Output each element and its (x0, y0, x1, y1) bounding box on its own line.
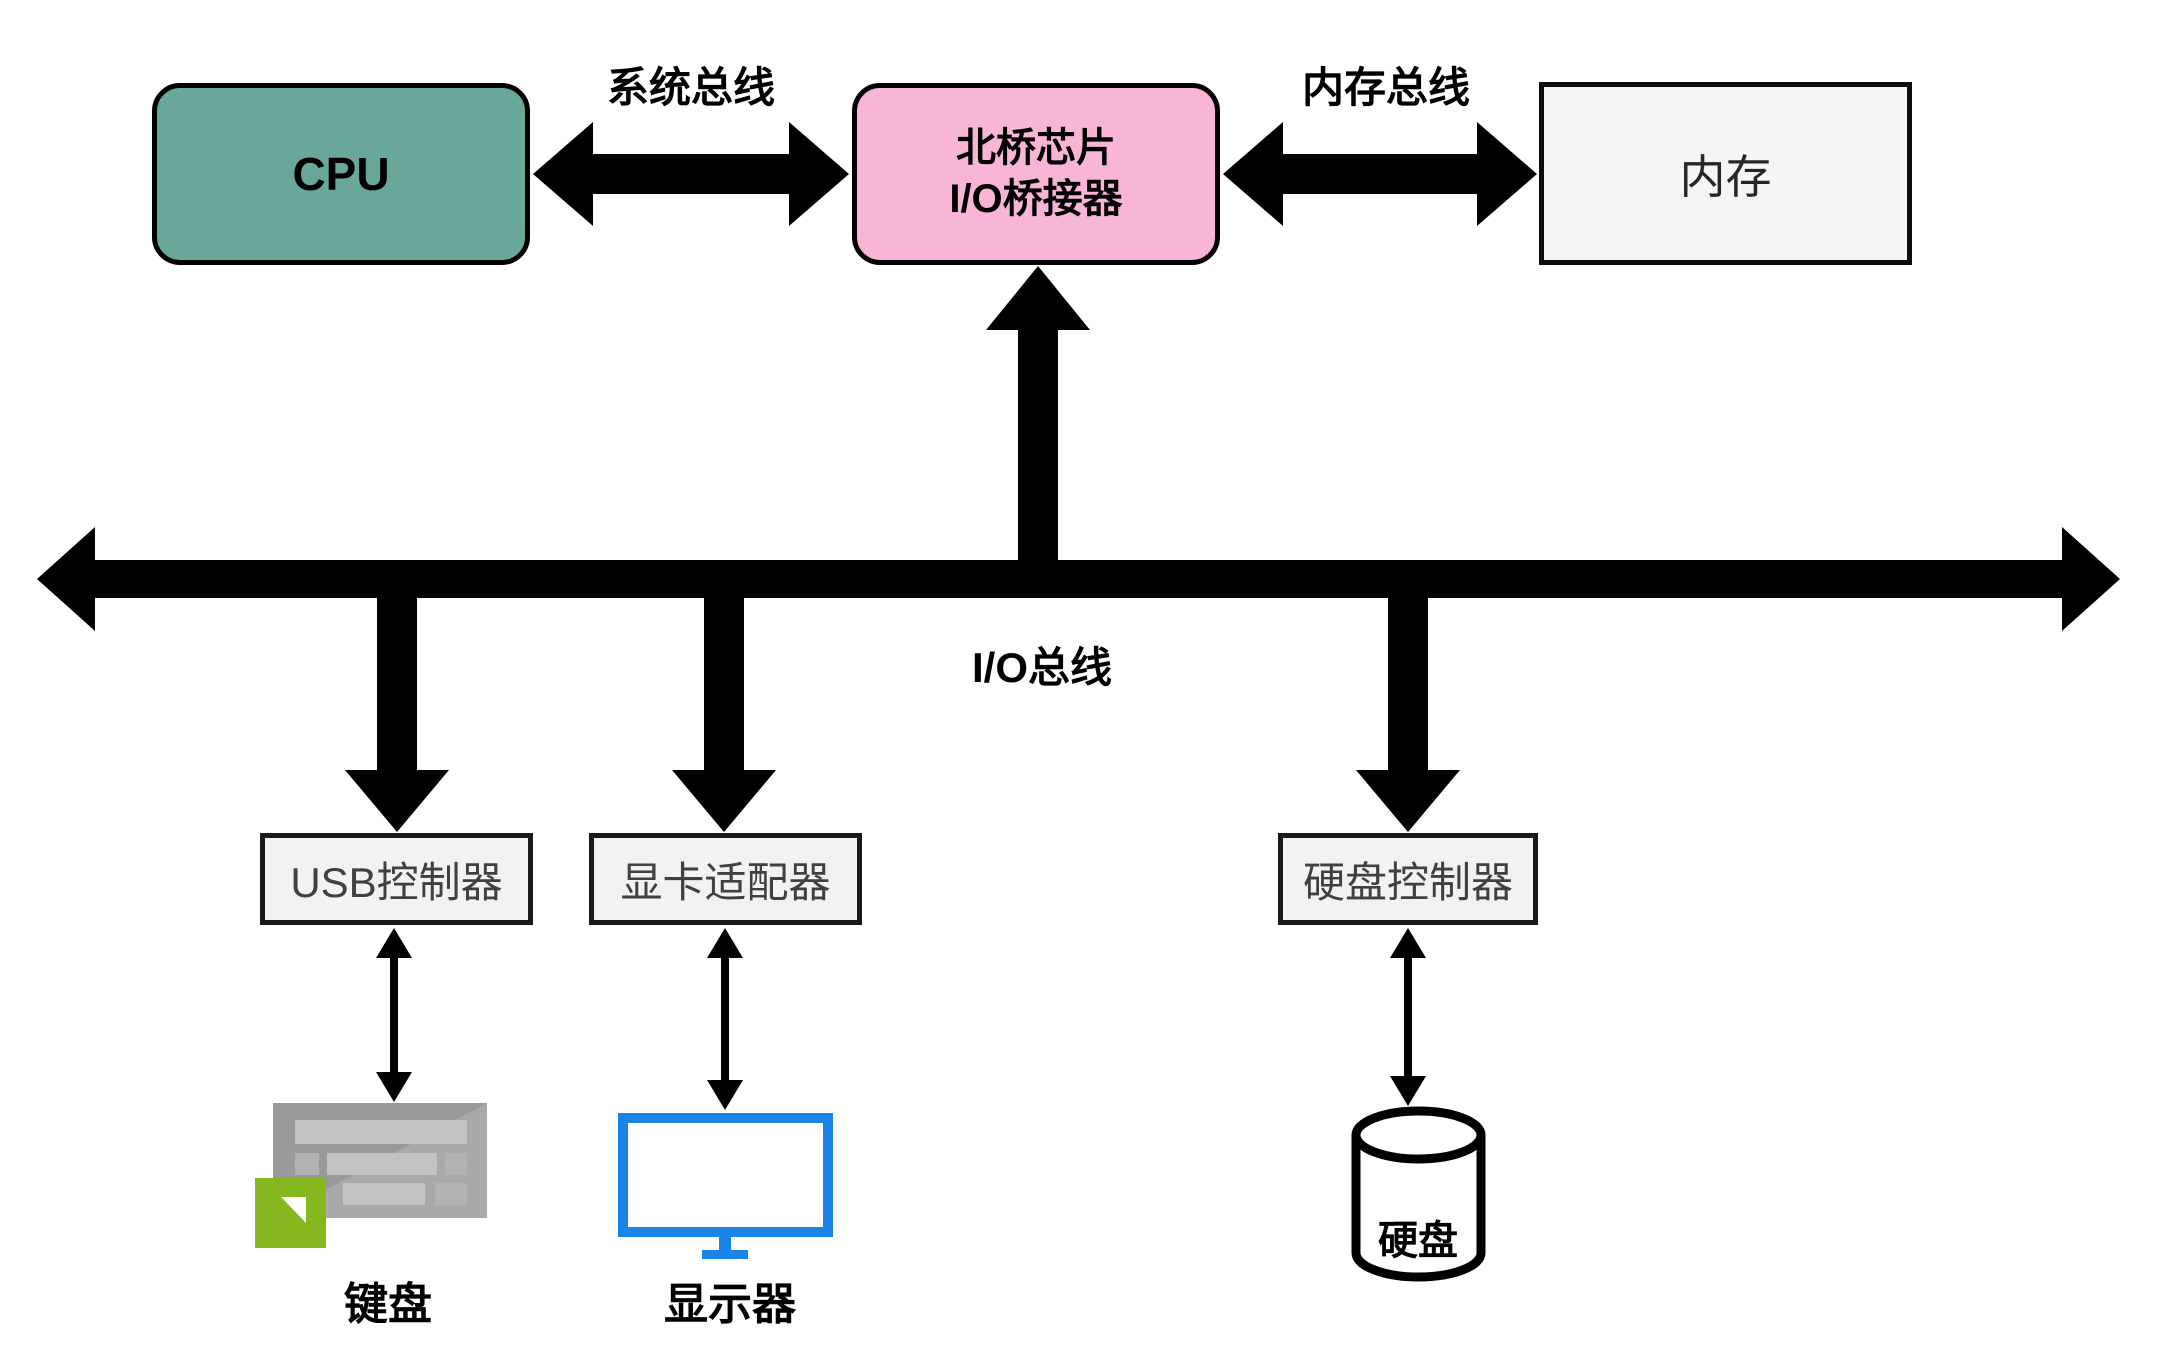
iobus-to-northbridge-arrow (986, 266, 1090, 560)
cpu-label: CPU (292, 148, 390, 200)
cpu-node: CPU (152, 83, 530, 265)
arrowhead-left (533, 122, 593, 226)
arrowhead-up (1390, 928, 1426, 958)
graphics-monitor-arrow (707, 928, 743, 1110)
arrowhead-down (1356, 770, 1460, 832)
monitor-label: 显示器 (664, 1280, 796, 1329)
graphics-adapter-node: 显卡适配器 (589, 833, 862, 925)
io-bus-label: I/O总线 (971, 644, 1112, 691)
disk-controller-node: 硬盘控制器 (1278, 833, 1538, 925)
monitor-icon (618, 1113, 833, 1237)
arrowhead-up (707, 928, 743, 958)
keyboard-icon (273, 1103, 487, 1218)
keyboard-input-green-icon (255, 1178, 326, 1248)
graphics-adapter-label: 显卡适配器 (620, 858, 831, 906)
arrowhead-down (1390, 1076, 1426, 1106)
arrowhead-down (376, 1072, 412, 1102)
memory-bus-label: 内存总线 (1301, 64, 1470, 111)
arrowhead-down (672, 770, 776, 832)
arrowhead-right (789, 122, 849, 226)
branch-arrow-usb (345, 598, 449, 832)
monitor-base (702, 1250, 748, 1259)
memory-bus-arrow (1223, 122, 1537, 226)
northbridge-node: 北桥芯片 I/O桥接器 (852, 83, 1220, 265)
memory-node: 内存 (1539, 82, 1912, 265)
northbridge-label-line1: 北桥芯片 (956, 125, 1116, 170)
usb-controller-node: USB控制器 (260, 833, 533, 925)
arrowhead-right (2062, 527, 2120, 631)
arrowhead-left (37, 527, 95, 631)
branch-arrow-graphics (672, 598, 776, 832)
arrowhead-up (986, 266, 1090, 330)
hard-disk-label: 硬盘 (1378, 1219, 1458, 1263)
system-bus-label: 系统总线 (606, 64, 775, 111)
system-bus-arrow (533, 122, 849, 226)
branch-arrow-disk (1356, 598, 1460, 832)
arrowhead-right (1477, 122, 1537, 226)
memory-label: 内存 (1679, 150, 1772, 203)
hard-disk-cylinder-icon (1351, 1106, 1486, 1282)
arrowhead-down (345, 770, 449, 832)
io-bus (37, 527, 2120, 631)
keyboard-label: 键盘 (344, 1280, 432, 1329)
arrowhead-left (1223, 122, 1283, 226)
arrowhead-down (707, 1080, 743, 1110)
northbridge-label-line2: I/O桥接器 (949, 177, 1123, 221)
disk-controller-label: 硬盘控制器 (1302, 858, 1513, 906)
controller-disk-arrow (1390, 928, 1426, 1106)
usb-keyboard-arrow (376, 928, 412, 1102)
usb-controller-label: USB控制器 (290, 858, 503, 906)
monitor-stand (719, 1235, 731, 1253)
arrowhead-up (376, 928, 412, 958)
